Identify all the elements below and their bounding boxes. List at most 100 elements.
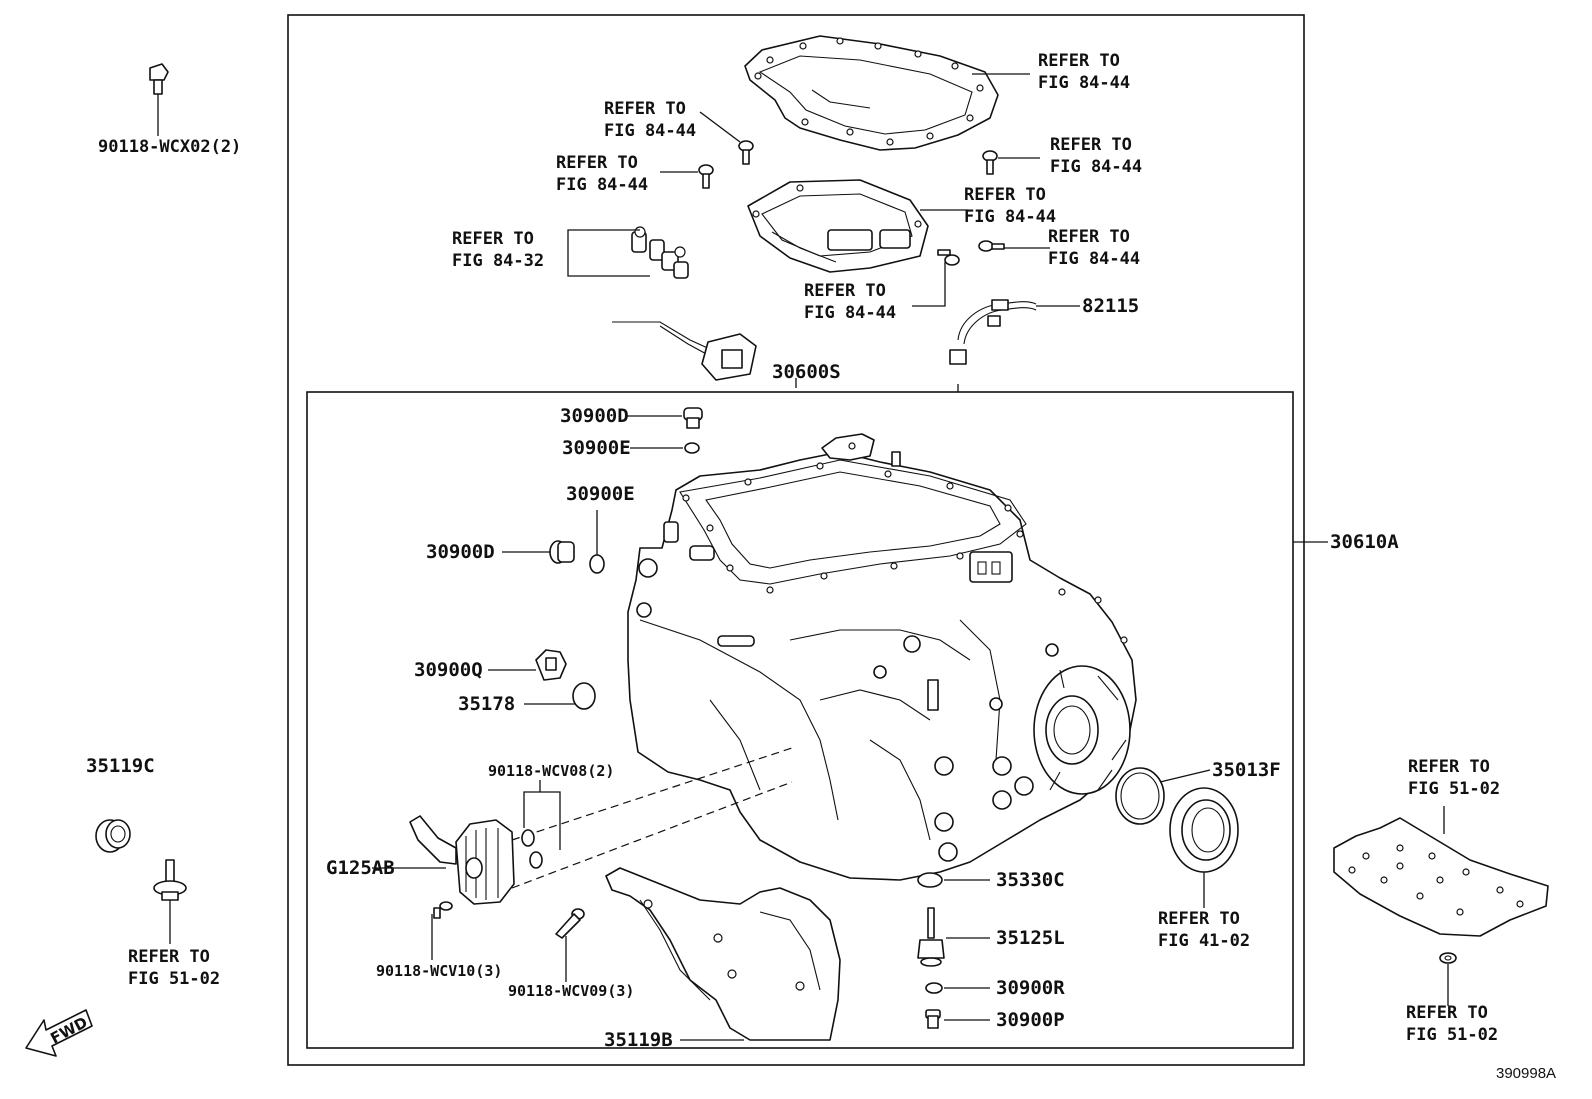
fig-text: FIG 84-44 bbox=[604, 121, 696, 141]
plug-30900d-top bbox=[683, 407, 703, 429]
refer-label-r2: REFER TO FIG 84-44 bbox=[604, 99, 696, 141]
part-90118-wcv08: 90118-WCV08(2) bbox=[488, 762, 614, 780]
part-90118-wcv09: 90118-WCV09(3) bbox=[508, 982, 634, 1000]
fig-text: FIG 84-44 bbox=[1038, 73, 1130, 93]
oring-30900e-mid bbox=[589, 554, 605, 574]
part-30900q: 30900Q bbox=[414, 659, 483, 681]
plug-30900q bbox=[535, 649, 567, 681]
part-35013f: 35013F bbox=[1212, 759, 1281, 781]
clip bbox=[1439, 952, 1457, 964]
strainer-35125l bbox=[917, 907, 945, 967]
refer-label-r9: REFER TO FIG 51-02 bbox=[128, 947, 220, 989]
bolt-e bbox=[937, 249, 960, 266]
stud-bolt bbox=[153, 859, 187, 901]
sensor-82115 bbox=[949, 299, 1037, 365]
bolt-a bbox=[738, 140, 754, 165]
bolt-90118-wcx02 bbox=[149, 63, 169, 95]
fig-text: FIG 84-44 bbox=[1050, 157, 1142, 177]
fig-text: FIG 84-44 bbox=[964, 207, 1056, 227]
refer-text: REFER TO bbox=[1406, 1003, 1488, 1023]
refer-label-r3: REFER TO FIG 84-44 bbox=[556, 153, 648, 195]
refer-label-r8: REFER TO FIG 84-32 bbox=[452, 229, 544, 271]
part-30600s: 30600S bbox=[772, 361, 841, 383]
refer-text: REFER TO bbox=[556, 153, 638, 173]
part-30900d-mid: 30900D bbox=[426, 541, 495, 563]
pan-cover bbox=[744, 35, 999, 151]
plug-30900d-mid bbox=[549, 540, 575, 564]
inner-frame bbox=[306, 391, 1294, 1049]
part-35178: 35178 bbox=[458, 693, 515, 715]
oil-seal-41-02 bbox=[1169, 787, 1239, 873]
refer-label-r5: REFER TO FIG 84-44 bbox=[964, 185, 1056, 227]
part-30900e-mid: 30900E bbox=[566, 483, 635, 505]
refer-label-r4: REFER TO FIG 84-44 bbox=[1050, 135, 1142, 177]
part-30900d-top: 30900D bbox=[560, 405, 629, 427]
refer-text: REFER TO bbox=[1408, 757, 1490, 777]
valve-body bbox=[747, 179, 929, 273]
refer-text: REFER TO bbox=[128, 947, 210, 967]
refer-label-r10: REFER TO FIG 41-02 bbox=[1158, 909, 1250, 951]
bolt-wcv10 bbox=[433, 901, 453, 919]
part-35330c: 35330C bbox=[996, 869, 1065, 891]
solenoid-group bbox=[631, 226, 689, 279]
fig-text: FIG 84-44 bbox=[556, 175, 648, 195]
leader-r7 bbox=[912, 262, 946, 307]
outer-frame bbox=[287, 14, 1305, 1066]
refer-text: REFER TO bbox=[1048, 227, 1130, 247]
part-82115: 82115 bbox=[1082, 295, 1139, 317]
transaxle-housing bbox=[627, 433, 1137, 881]
bolt-b bbox=[698, 164, 714, 189]
drawing-id: 390998A bbox=[1496, 1065, 1556, 1082]
undercover-plate bbox=[1333, 817, 1549, 937]
oring-35013f bbox=[1115, 767, 1165, 825]
refer-label-r1: REFER TO FIG 84-44 bbox=[1038, 51, 1130, 93]
harness-connector bbox=[612, 321, 757, 381]
fig-text: FIG 51-02 bbox=[1408, 779, 1500, 799]
seal-35119c bbox=[95, 819, 131, 853]
oring-35178 bbox=[572, 682, 596, 710]
bolt-d bbox=[978, 240, 1005, 252]
bolt-wcv09 bbox=[555, 908, 585, 939]
leader-r8 bbox=[567, 229, 650, 277]
fwd-arrow-icon: FWD bbox=[25, 1009, 93, 1057]
refer-text: REFER TO bbox=[964, 185, 1046, 205]
bolt-c bbox=[982, 150, 998, 175]
fig-text: FIG 84-32 bbox=[452, 251, 544, 271]
heat-shield-35119b bbox=[605, 867, 841, 1041]
part-30900r: 30900R bbox=[996, 977, 1065, 999]
fig-text: FIG 41-02 bbox=[1158, 931, 1250, 951]
part-30610a: 30610A bbox=[1330, 531, 1399, 553]
refer-text: REFER TO bbox=[1158, 909, 1240, 929]
part-35119c: 35119C bbox=[86, 755, 155, 777]
part-90118-wcv10: 90118-WCV10(3) bbox=[376, 962, 502, 980]
part-30900e-top: 30900E bbox=[562, 437, 631, 459]
oring-35330c bbox=[917, 872, 943, 888]
part-g125ab: G125AB bbox=[326, 857, 395, 879]
refer-text: REFER TO bbox=[1038, 51, 1120, 71]
oring-30900r bbox=[925, 982, 943, 994]
refer-label-r7: REFER TO FIG 84-44 bbox=[804, 281, 896, 323]
oring-30900e-top bbox=[684, 442, 700, 454]
fig-text: FIG 84-44 bbox=[1048, 249, 1140, 269]
refer-text: REFER TO bbox=[452, 229, 534, 249]
oring-1 bbox=[521, 829, 535, 847]
fig-text: FIG 51-02 bbox=[1406, 1025, 1498, 1045]
plug-30900p bbox=[925, 1009, 941, 1029]
part-35125l: 35125L bbox=[996, 927, 1065, 949]
fig-text: FIG 51-02 bbox=[128, 969, 220, 989]
leader-r2 bbox=[699, 111, 741, 143]
leader-35013f bbox=[1159, 769, 1211, 783]
dash-line-1 bbox=[511, 747, 793, 841]
leader-90118-wcv08 bbox=[523, 791, 561, 850]
part-90118-wcx02: 90118-WCX02(2) bbox=[98, 137, 241, 157]
part-35119b: 35119B bbox=[604, 1029, 673, 1051]
oil-cooler bbox=[409, 815, 515, 905]
fig-text: FIG 84-44 bbox=[804, 303, 896, 323]
dash-line-2 bbox=[511, 781, 793, 889]
refer-text: REFER TO bbox=[804, 281, 886, 301]
part-30900p: 30900P bbox=[996, 1009, 1065, 1031]
oring-2 bbox=[529, 851, 543, 869]
refer-text: REFER TO bbox=[604, 99, 686, 119]
refer-text: REFER TO bbox=[1050, 135, 1132, 155]
